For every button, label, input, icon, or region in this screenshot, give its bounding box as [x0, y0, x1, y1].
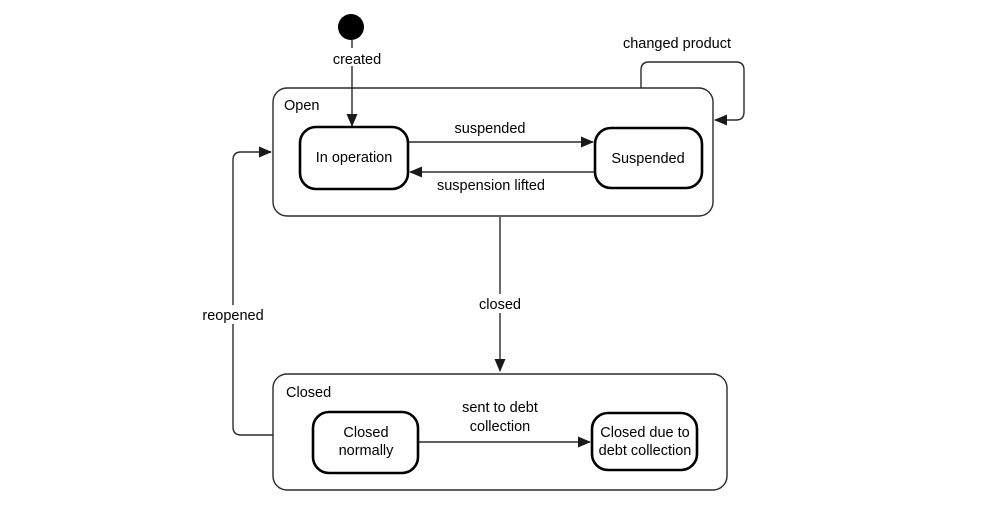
state-open-label: Open [284, 98, 319, 114]
state-in-operation [298, 125, 410, 191]
transition-suspension-lifted-label: suspension lifted [437, 178, 545, 194]
state-closed-debt-collection-label-line2: debt collection [599, 443, 692, 459]
state-closed-debt-collection-label-line1: Closed due to [600, 425, 689, 441]
transition-sent-to-debt-label-line2: collection [470, 419, 530, 435]
transition-reopened-label: reopened [202, 308, 263, 324]
state-closed-debt-collection [590, 411, 699, 472]
transition-changed-product-label: changed product [623, 36, 731, 52]
state-suspended [593, 126, 704, 190]
transition-created-label: created [333, 52, 381, 68]
label-background [328, 48, 386, 66]
transition-suspended-label: suspended [455, 121, 526, 137]
state-suspended-label: Suspended [611, 151, 684, 167]
state-closed-label: Closed [286, 385, 331, 401]
initial-state [338, 14, 364, 40]
transition-closed-label: closed [479, 297, 521, 313]
state-closed-normally [311, 410, 420, 475]
label-background [476, 294, 524, 313]
label-background [196, 305, 270, 324]
state-in-operation-label: In operation [316, 150, 393, 166]
transition-sent-to-debt-label-line1: sent to debt [462, 400, 538, 416]
state-closed-normally-label-line1: Closed [343, 425, 388, 441]
state-closed-normally-label-line2: normally [339, 443, 395, 459]
transition-reopened-arrow [232, 146, 273, 436]
transition-changed-product-arrow [640, 61, 745, 126]
